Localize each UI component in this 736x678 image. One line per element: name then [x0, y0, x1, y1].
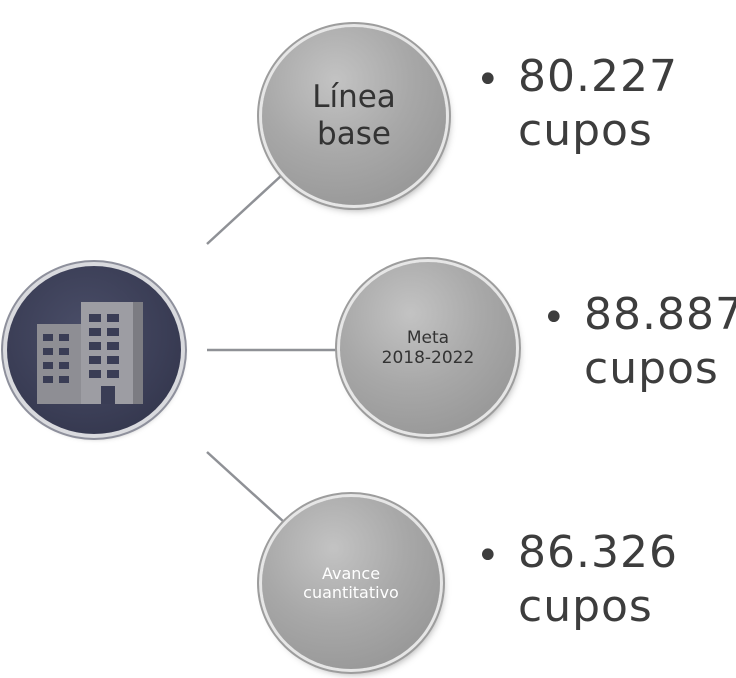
- bullet: •: [476, 57, 501, 103]
- value-number: 86.326: [518, 527, 678, 578]
- node-label-line2: cuantitativo: [303, 583, 399, 602]
- value-unit: cupos: [584, 342, 719, 394]
- value-avance: • 86.326 cupos: [476, 526, 678, 633]
- node-label-line1: Meta: [406, 327, 450, 348]
- value-unit: cupos: [518, 580, 653, 632]
- value-number: 80.227: [518, 51, 678, 102]
- value-linea-base: • 80.227 cupos: [476, 50, 678, 157]
- node-label-line1: Línea: [312, 78, 396, 115]
- node-label-line2: base: [317, 116, 391, 152]
- hub-circle: [7, 266, 181, 434]
- value-unit: cupos: [518, 104, 653, 156]
- bullet: •: [542, 295, 567, 341]
- node-meta: Meta 2018-2022: [340, 262, 516, 434]
- node-avance: Avance cuantitativo: [262, 497, 440, 669]
- bullet: •: [476, 533, 501, 579]
- value-meta: • 88.887 cupos: [542, 288, 736, 395]
- node-linea-base: Línea base: [262, 27, 446, 205]
- connector-line-top: [206, 174, 283, 245]
- connector-line-bottom: [206, 451, 285, 523]
- building-icon: [37, 302, 143, 404]
- value-number: 88.887: [584, 289, 736, 340]
- node-label-line2: 2018-2022: [381, 348, 475, 368]
- node-label-line1: Avance: [321, 563, 381, 583]
